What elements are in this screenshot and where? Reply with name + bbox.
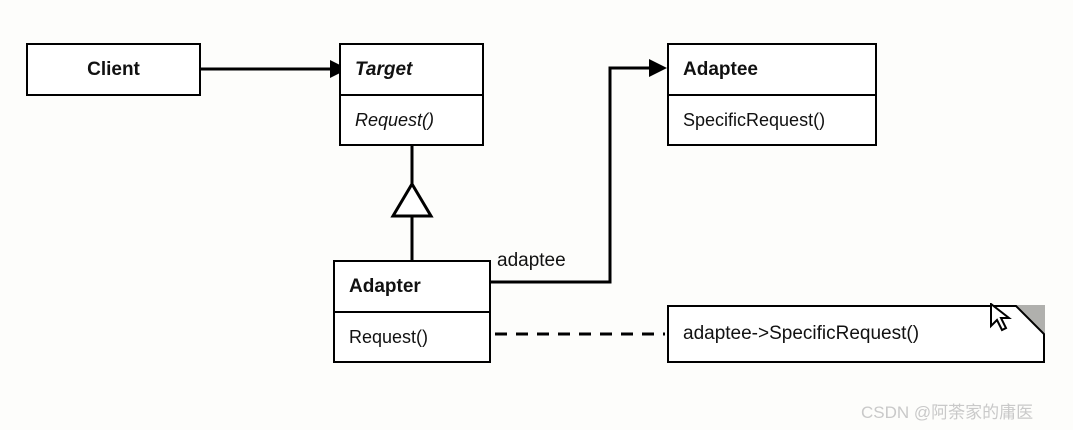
note-fold-corner-icon: [1015, 305, 1045, 335]
class-operation-target-request: Request(): [341, 94, 482, 144]
uml-class-adapter[interactable]: Adapter Request(): [333, 260, 491, 363]
mouse-pointer-icon: [990, 303, 1012, 332]
class-name-client: Client: [87, 58, 140, 80]
uml-class-target[interactable]: Target Request(): [339, 43, 484, 146]
uml-class-adaptee[interactable]: Adaptee SpecificRequest(): [667, 43, 877, 146]
association-label-adaptee: adaptee: [497, 250, 566, 271]
class-name-target: Target: [355, 58, 413, 80]
note-text: adaptee->SpecificRequest(): [683, 323, 920, 344]
class-operation-adapter-request: Request(): [335, 311, 489, 361]
generalization-triangle: [390, 181, 434, 218]
class-operation-adaptee-specificrequest: SpecificRequest(): [669, 94, 875, 144]
uml-class-client[interactable]: Client: [26, 43, 201, 96]
association-line-adapter-adaptee: [491, 66, 651, 284]
watermark-text: CSDN @阿荼家的庸医: [861, 403, 1034, 422]
arrowhead-adapter-adaptee: [649, 59, 667, 77]
class-name-adaptee: Adaptee: [683, 58, 758, 80]
uml-note[interactable]: adaptee->SpecificRequest(): [667, 305, 1045, 363]
class-name-adapter: Adapter: [349, 275, 421, 297]
